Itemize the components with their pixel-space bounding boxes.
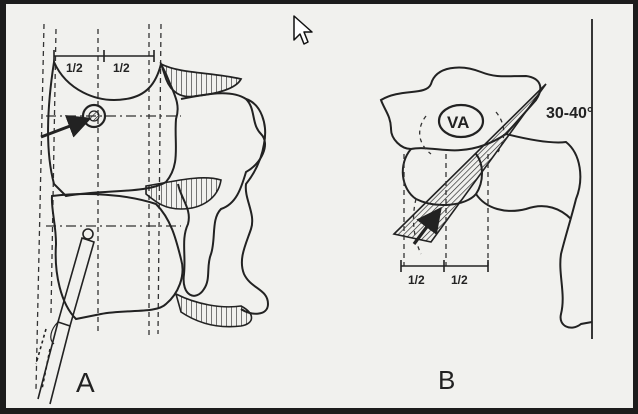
panel-a-upper-lateral-mass — [48, 62, 178, 196]
panel-b-letter: B — [438, 365, 455, 395]
panel-a: 1/2 1/2 — [36, 24, 268, 404]
panel-b-half-right-label: 1/2 — [451, 273, 468, 287]
panel-b-lamina — [476, 194, 571, 219]
panel-b-va-label: VA — [447, 113, 469, 132]
panel-b-half-left-label: 1/2 — [408, 273, 425, 287]
mouse-pointer-icon — [294, 16, 312, 44]
panel-a-lower-facet — [176, 294, 252, 327]
panel-b-half-measure — [401, 260, 488, 272]
screen-area: 1/2 1/2 — [6, 4, 633, 408]
panel-b-angle-label: 30-40° — [546, 105, 593, 122]
panel-b-posterior-arch — [506, 134, 592, 328]
panel-b-angle-wedge — [394, 84, 546, 242]
panel-a-letter: A — [76, 367, 95, 398]
panel-a-lower-lateral-mass — [52, 194, 183, 319]
diagram-canvas: 1/2 1/2 — [6, 4, 633, 408]
panel-b: VA 1/2 1/2 — [381, 19, 593, 395]
panel-a-half-left-label: 1/2 — [66, 61, 83, 75]
panel-a-half-right-label: 1/2 — [113, 61, 130, 75]
panel-a-entry-point-dot — [89, 111, 99, 121]
panel-a-posterior-elements-right — [241, 99, 268, 314]
